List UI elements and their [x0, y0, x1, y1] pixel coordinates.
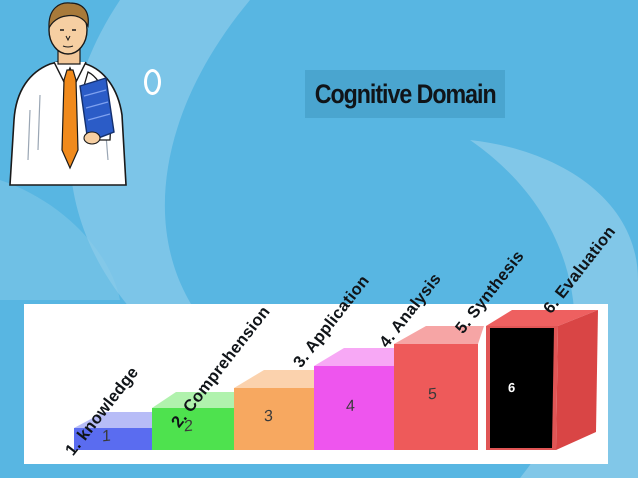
step-number-4: 4 [346, 397, 355, 416]
step-block-5 [394, 326, 484, 450]
step-number-6: 6 [508, 379, 516, 396]
title-box: Cognitive Domain [305, 70, 505, 118]
step-block-1 [74, 412, 156, 450]
step-block-6 [486, 310, 598, 450]
step-block-2 [152, 392, 236, 450]
step-block-3 [234, 370, 318, 450]
step-number-1: 1 [102, 427, 111, 446]
step-number-5: 5 [428, 385, 437, 404]
step-block-4 [314, 348, 398, 450]
slide-title: Cognitive Domain [314, 78, 497, 109]
businessman-clipart-icon [9, 2, 127, 186]
step-number-3: 3 [264, 407, 273, 426]
bullet-ring-icon [144, 69, 161, 95]
